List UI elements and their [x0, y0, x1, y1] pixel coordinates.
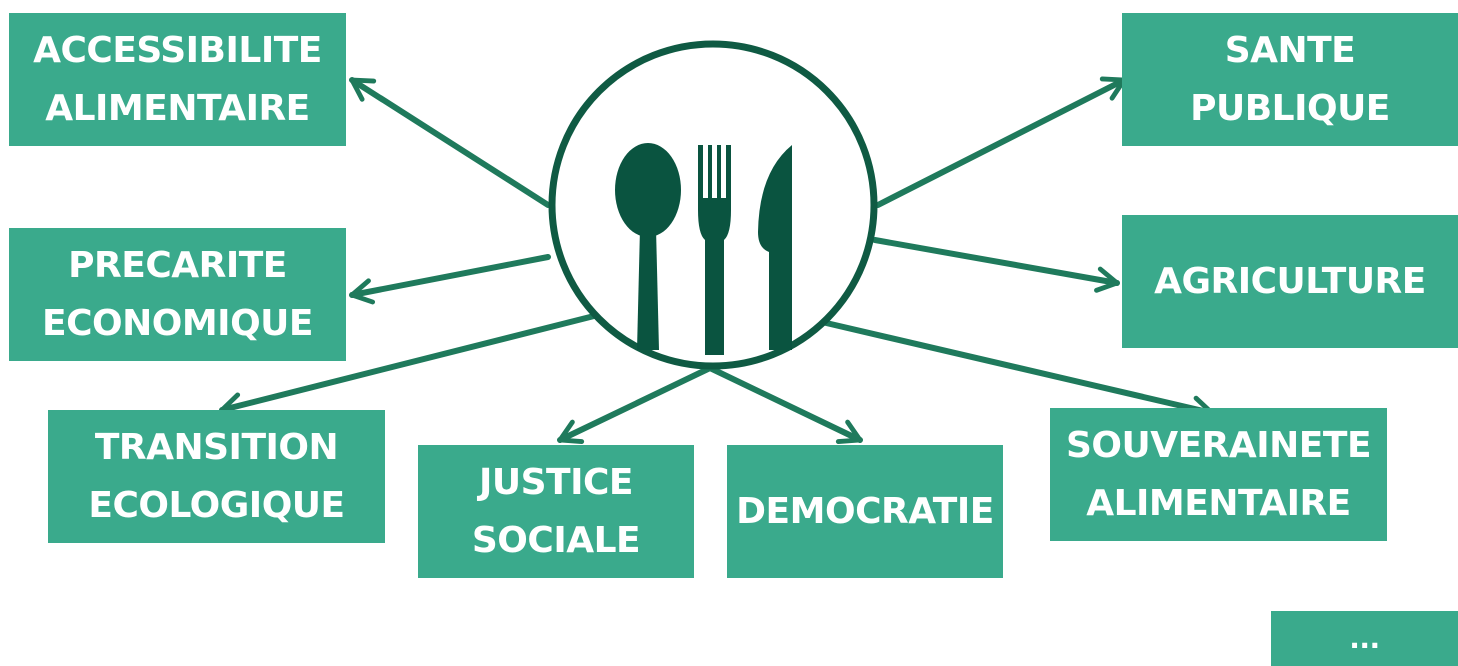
node-label: ALIMENTAIRE: [45, 87, 310, 129]
node-label: ...: [1349, 621, 1380, 655]
node-sante-publique: SANTE PUBLIQUE: [1122, 13, 1458, 146]
arrow-to-accessibilite: [349, 77, 551, 208]
node-label: SOCIALE: [471, 519, 641, 561]
node-agriculture: AGRICULTURE: [1122, 215, 1458, 348]
node-accessibilite-alimentaire: ACCESSIBILITE ALIMENTAIRE: [9, 13, 346, 146]
arrow-to-sante: [875, 76, 1127, 208]
arrow-to-transition: [219, 312, 601, 419]
node-transition-ecologique: TRANSITION ECOLOGIQUE: [48, 410, 385, 543]
node-label: PRECARITE: [68, 244, 287, 286]
node-souverainete-alimentaire: SOUVERAINETE ALIMENTAIRE: [1050, 408, 1387, 541]
arrow-to-precarite: [349, 254, 551, 305]
node-label: DEMOCRATIE: [736, 490, 994, 532]
arrow-to-justice: [557, 365, 713, 444]
node-justice-sociale: JUSTICE SOCIALE: [418, 445, 694, 578]
node-label: ALIMENTAIRE: [1086, 482, 1351, 524]
arrow-to-democratie: [707, 365, 863, 444]
node-label: AGRICULTURE: [1154, 260, 1426, 302]
node-label: ACCESSIBILITE: [33, 29, 322, 71]
node-precarite-economique: PRECARITE ECONOMIQUE: [9, 228, 346, 361]
arrow-to-souverainete: [819, 319, 1215, 422]
node-label: SANTE: [1224, 29, 1356, 71]
node-label: PUBLIQUE: [1190, 87, 1390, 129]
cutlery-icon: [615, 143, 792, 355]
node-democratie: DEMOCRATIE: [727, 445, 1003, 578]
arrow-to-agriculture: [872, 237, 1120, 293]
node-label: ECOLOGIQUE: [88, 484, 345, 526]
node-label: SOUVERAINETE: [1065, 424, 1372, 466]
node-label: JUSTICE: [478, 461, 634, 503]
node-label: ECONOMIQUE: [42, 302, 314, 344]
node-label: TRANSITION: [94, 426, 339, 468]
node-more: ...: [1271, 611, 1458, 666]
